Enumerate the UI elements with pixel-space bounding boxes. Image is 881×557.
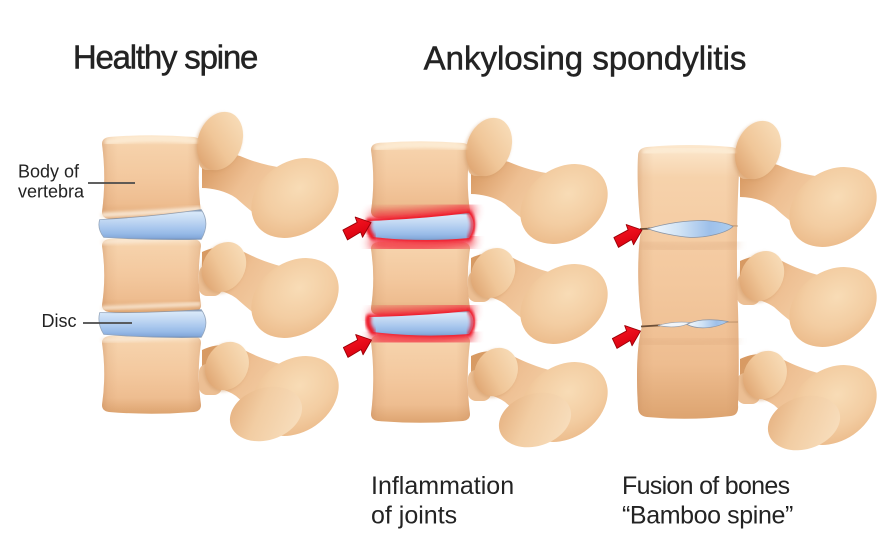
svg-text:Healthy spine: Healthy spine (73, 39, 257, 76)
svg-text:Inflammation: Inflammation (371, 472, 514, 500)
svg-text:Body of: Body of (18, 162, 80, 182)
svg-text:of joints: of joints (371, 502, 457, 530)
svg-text:Ankylosing spondylitis: Ankylosing spondylitis (424, 40, 747, 77)
svg-text:Fusion of bones: Fusion of bones (622, 472, 790, 500)
svg-text:“Bamboo spine”: “Bamboo spine” (622, 502, 793, 530)
svg-text:Disc: Disc (42, 311, 77, 331)
svg-text:vertebra: vertebra (18, 182, 85, 202)
